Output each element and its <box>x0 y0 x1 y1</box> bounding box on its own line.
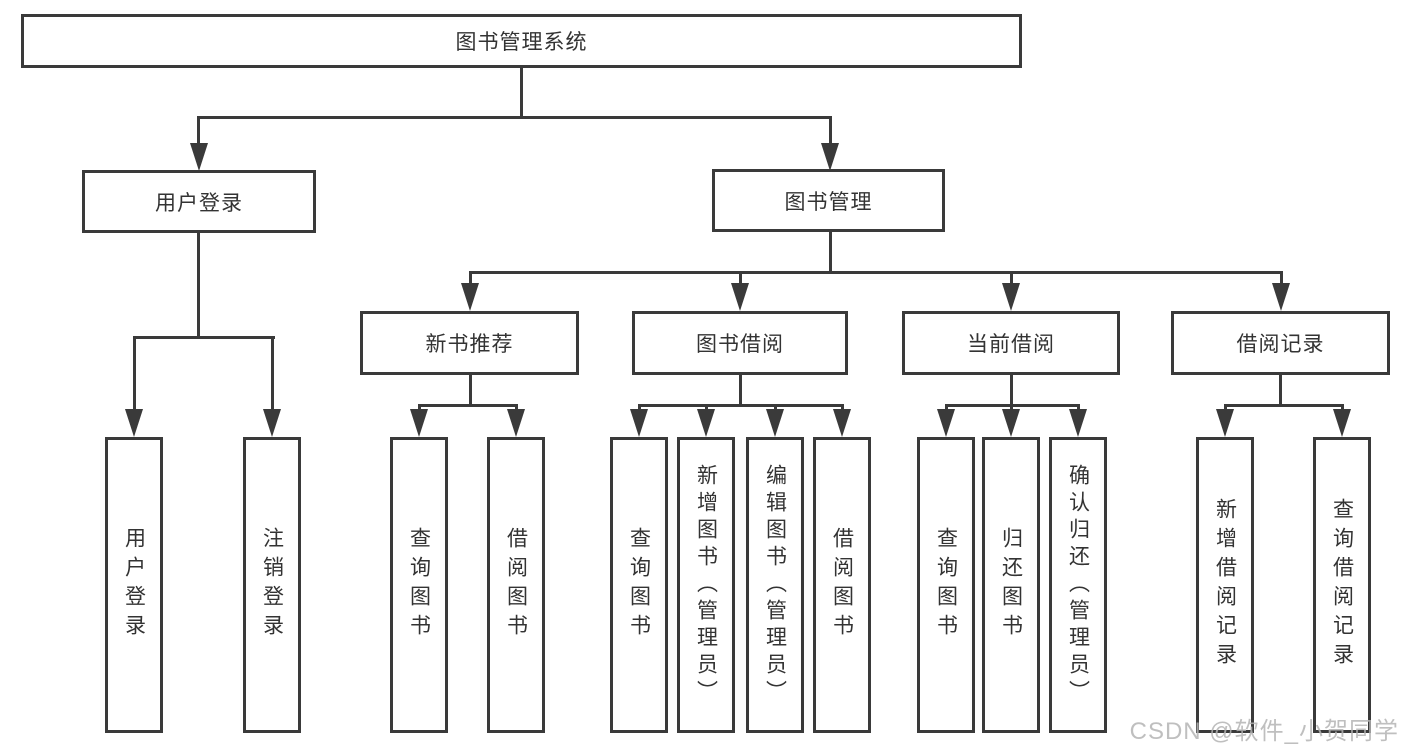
arrow-down-icon <box>125 409 143 437</box>
arrow-down-icon <box>1069 409 1087 437</box>
leaf-node-query-books: 查询图书 <box>390 437 448 733</box>
connector-rail <box>1224 404 1343 407</box>
arrow-down-icon <box>507 409 525 437</box>
group-node-borrowing-records: 借阅记录 <box>1171 311 1390 375</box>
arrow-down-icon <box>821 143 839 171</box>
arrow-down-icon <box>410 409 428 437</box>
arrow-down-icon <box>190 143 208 171</box>
leaf-node-query-borrow-record: 查询借阅记录 <box>1313 437 1371 733</box>
connector-book-mgmt-rail <box>469 271 1282 274</box>
connector-root-rail <box>197 116 831 119</box>
connector-leaf-shaft <box>841 404 844 411</box>
leaf-node-borrow-books: 借阅图书 <box>487 437 545 733</box>
group-node-book-borrowing: 图书借阅 <box>632 311 848 375</box>
connector-leaf-shaft <box>774 404 777 411</box>
leaf-node-add-borrow-record: 新增借阅记录 <box>1196 437 1254 733</box>
connector-group-shaft <box>739 271 742 285</box>
arrow-down-icon <box>1002 283 1020 311</box>
leaf-node-logout: 注销登录 <box>243 437 301 733</box>
arrow-down-icon <box>731 283 749 311</box>
arrow-down-icon <box>1272 283 1290 311</box>
connector-user-login-shaft <box>197 116 200 145</box>
leaf-node-confirm-return-admin: 确认归还（管理员） <box>1049 437 1107 733</box>
arrow-down-icon <box>1002 409 1020 437</box>
leaf-node-add-books-admin: 新增图书（管理员） <box>677 437 735 733</box>
connector-leaf-shaft <box>133 336 136 410</box>
connector-leaf-shaft <box>945 404 948 411</box>
arrow-down-icon <box>937 409 955 437</box>
arrow-down-icon <box>630 409 648 437</box>
branch-node-book-management: 图书管理 <box>712 169 945 232</box>
connector-leaf-shaft <box>515 404 518 411</box>
connector-root-stem <box>520 68 523 119</box>
connector-leaf-shaft <box>418 404 421 411</box>
leaf-node-edit-books-admin: 编辑图书（管理员） <box>746 437 804 733</box>
branch-node-user-login: 用户登录 <box>82 170 316 233</box>
connector-leaf-shaft <box>1077 404 1080 411</box>
connector-group-shaft <box>1280 271 1283 285</box>
arrow-down-icon <box>461 283 479 311</box>
connector-leaf-shaft <box>271 336 274 410</box>
arrow-down-icon <box>833 409 851 437</box>
connector-book-mgmt-stem <box>829 232 832 274</box>
arrow-down-icon <box>766 409 784 437</box>
arrow-down-icon <box>1333 409 1351 437</box>
connector-group-shaft <box>469 271 472 285</box>
connector-stem <box>1279 375 1282 407</box>
connector-leaf-shaft <box>1224 404 1227 411</box>
group-node-current-borrowing: 当前借阅 <box>902 311 1120 375</box>
arrow-down-icon <box>263 409 281 437</box>
connector-stem <box>469 375 472 407</box>
leaf-node-return-books: 归还图书 <box>982 437 1040 733</box>
connector-stem <box>739 375 742 407</box>
arrow-down-icon <box>1216 409 1234 437</box>
connector-leaf-shaft <box>1341 404 1344 411</box>
group-node-new-book-recommendation: 新书推荐 <box>360 311 579 375</box>
connector-leaf-shaft <box>638 404 641 411</box>
arrow-down-icon <box>697 409 715 437</box>
leaf-node-query-books: 查询图书 <box>917 437 975 733</box>
csdn-watermark: CSDN @软件_小贺同学 <box>1129 718 1399 745</box>
connector-book-mgmt-shaft <box>829 116 832 145</box>
leaf-node-query-books: 查询图书 <box>610 437 668 733</box>
connector-rail <box>638 404 843 407</box>
connector-rail <box>418 404 517 407</box>
leaf-node-user-login: 用户登录 <box>105 437 163 733</box>
connector-group-shaft <box>1010 271 1013 285</box>
connector-leaf-shaft <box>705 404 708 411</box>
connector-leaf-shaft <box>1010 404 1013 411</box>
root-node-library-management-system: 图书管理系统 <box>21 14 1022 68</box>
connector-user-login-rail <box>133 336 275 339</box>
leaf-node-borrow-books: 借阅图书 <box>813 437 871 733</box>
connector-user-login-stem <box>197 233 200 339</box>
connector-stem <box>1010 375 1013 407</box>
